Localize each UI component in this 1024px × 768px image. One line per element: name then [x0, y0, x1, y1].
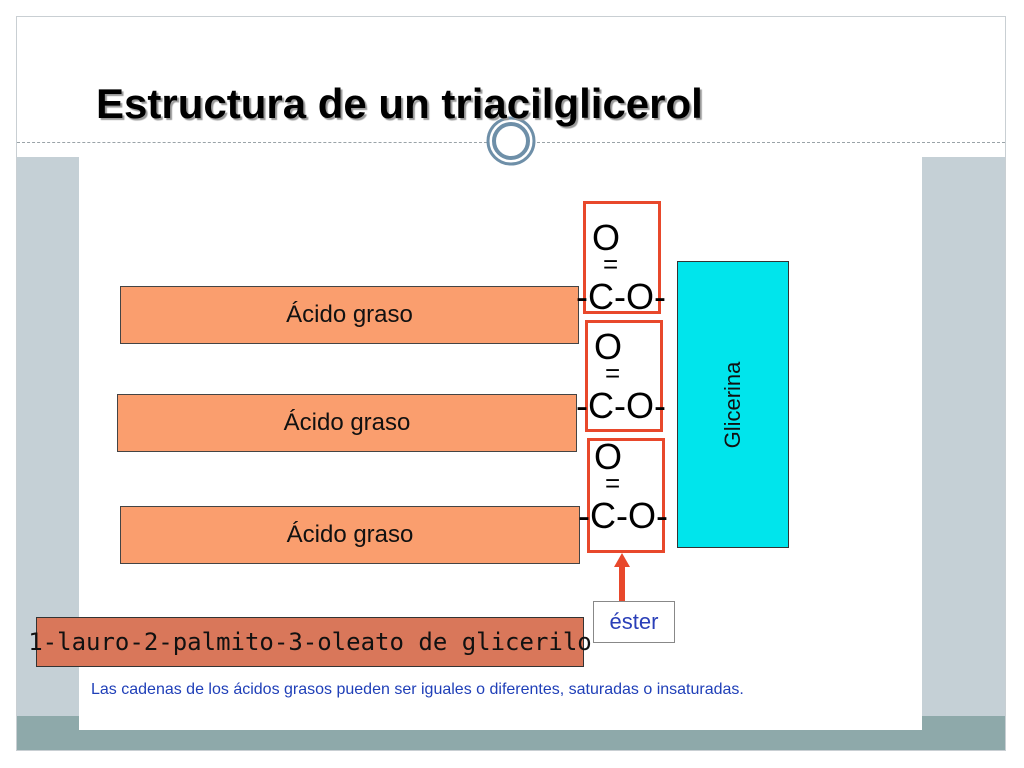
ester-highlight-box-3	[587, 438, 665, 553]
ester-highlight-box-2	[585, 320, 663, 432]
ring-ornament-icon	[486, 116, 536, 166]
glycerol-label: Glicerina	[720, 361, 745, 448]
double-bond-3: =	[605, 468, 621, 498]
fatty-acid-box-2: Ácido graso	[117, 394, 577, 452]
ester-chain-3: -C-O-	[578, 495, 668, 536]
ester-highlight-box-1	[583, 201, 661, 314]
up-arrow-icon	[614, 553, 630, 603]
glycerol-box: Glicerina	[677, 261, 789, 548]
caption-text: Las cadenas de los ácidos grasos pueden …	[91, 681, 744, 698]
carbonyl-oxygen-2: O	[594, 326, 623, 367]
carbonyl-oxygen-1: O	[592, 217, 621, 258]
fatty-acid-box-1: Ácido graso	[120, 286, 579, 344]
ester-label: éster	[593, 601, 675, 643]
ester-chain-1: -C-O-	[576, 276, 666, 317]
title-divider-left	[17, 142, 487, 143]
double-bond-1: =	[603, 249, 619, 279]
fatty-acid-box-3: Ácido graso	[120, 506, 580, 564]
double-bond-2: =	[605, 358, 621, 388]
compound-name: 1-lauro-2-palmito-3-oleato de glicerilo	[28, 617, 592, 667]
right-decor-band	[922, 157, 1005, 717]
ester-chain-2: -C-O-	[576, 385, 666, 426]
carbonyl-oxygen-3: O	[594, 436, 623, 477]
title-divider-right	[537, 142, 1005, 143]
slide-title: Estructura de un triacilglicerol	[96, 80, 703, 127]
